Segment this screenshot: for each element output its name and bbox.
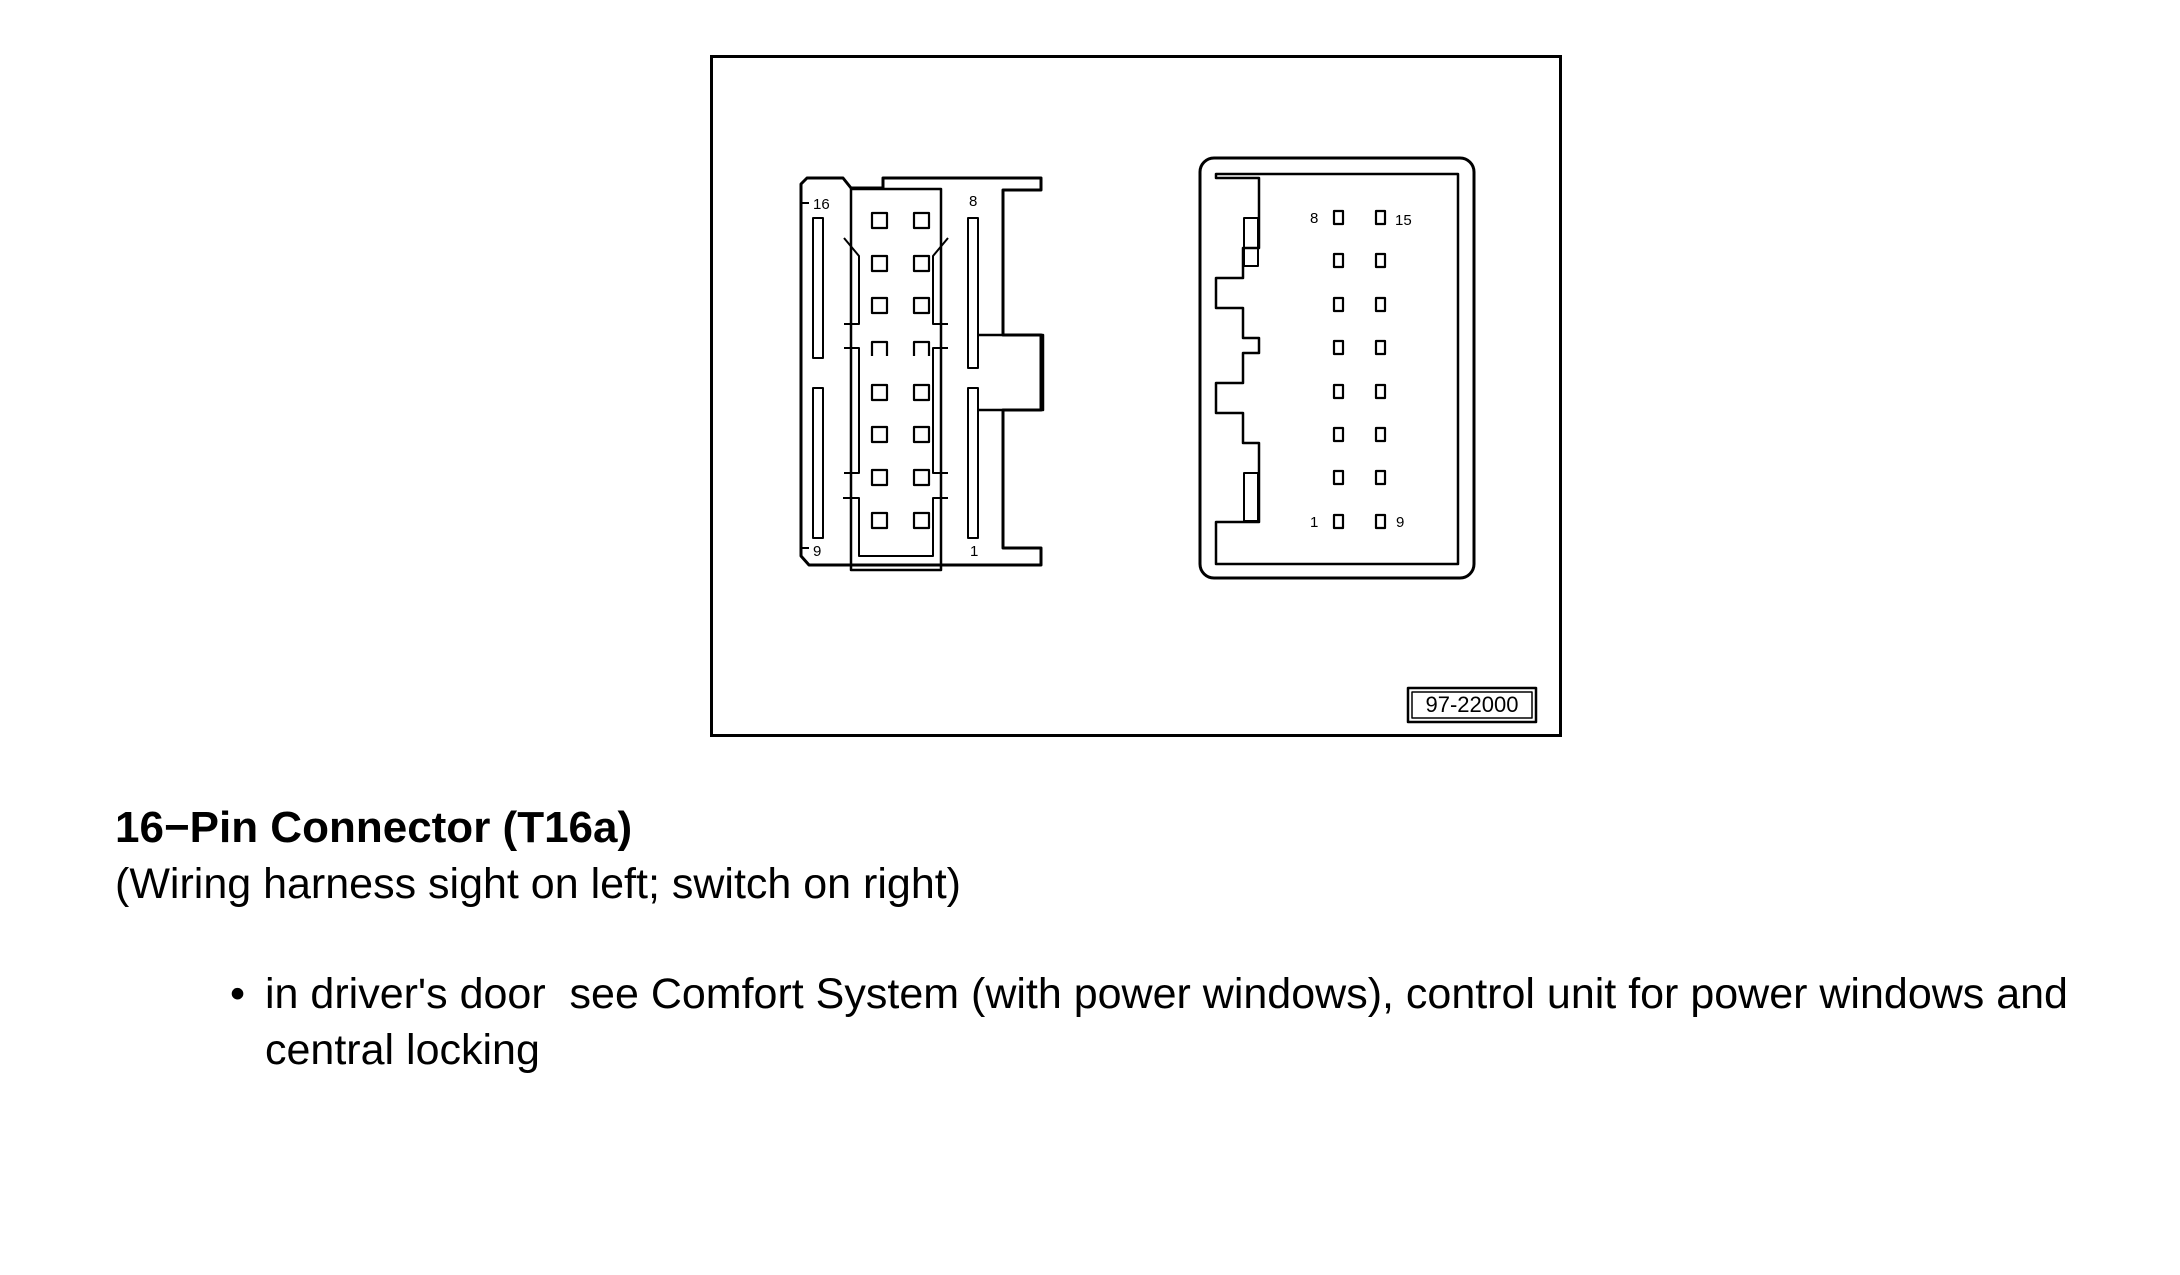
connector-figure: 16 8 9 1 8 15 1 9 97-22000 bbox=[710, 55, 1562, 737]
figure-reference-code: 97-22000 bbox=[1426, 692, 1519, 717]
switch-side-connector bbox=[1198, 156, 1476, 580]
connector-diagram: 16 8 9 1 8 15 1 9 97-22000 bbox=[799, 156, 1538, 724]
harness-label-1: 1 bbox=[970, 543, 978, 560]
switch-label-8: 8 bbox=[1310, 210, 1318, 227]
bullet-text: in driver's door see Comfort System (wit… bbox=[265, 970, 2080, 1074]
harness-label-9: 9 bbox=[813, 543, 821, 560]
harness-label-8: 8 bbox=[969, 193, 977, 210]
harness-side-connector bbox=[799, 176, 1045, 572]
switch-pin-grid bbox=[1332, 209, 1387, 530]
harness-label-16: 16 bbox=[813, 196, 830, 213]
bullet-marker: • bbox=[230, 970, 246, 1018]
switch-label-9: 9 bbox=[1396, 514, 1404, 531]
switch-label-1: 1 bbox=[1310, 514, 1318, 531]
switch-label-15: 15 bbox=[1395, 212, 1412, 229]
harness-pin-grid bbox=[870, 211, 931, 530]
section-subheading: (Wiring harness sight on left; switch on… bbox=[115, 860, 961, 908]
section-heading: 16−Pin Connector (T16a) bbox=[115, 803, 633, 852]
